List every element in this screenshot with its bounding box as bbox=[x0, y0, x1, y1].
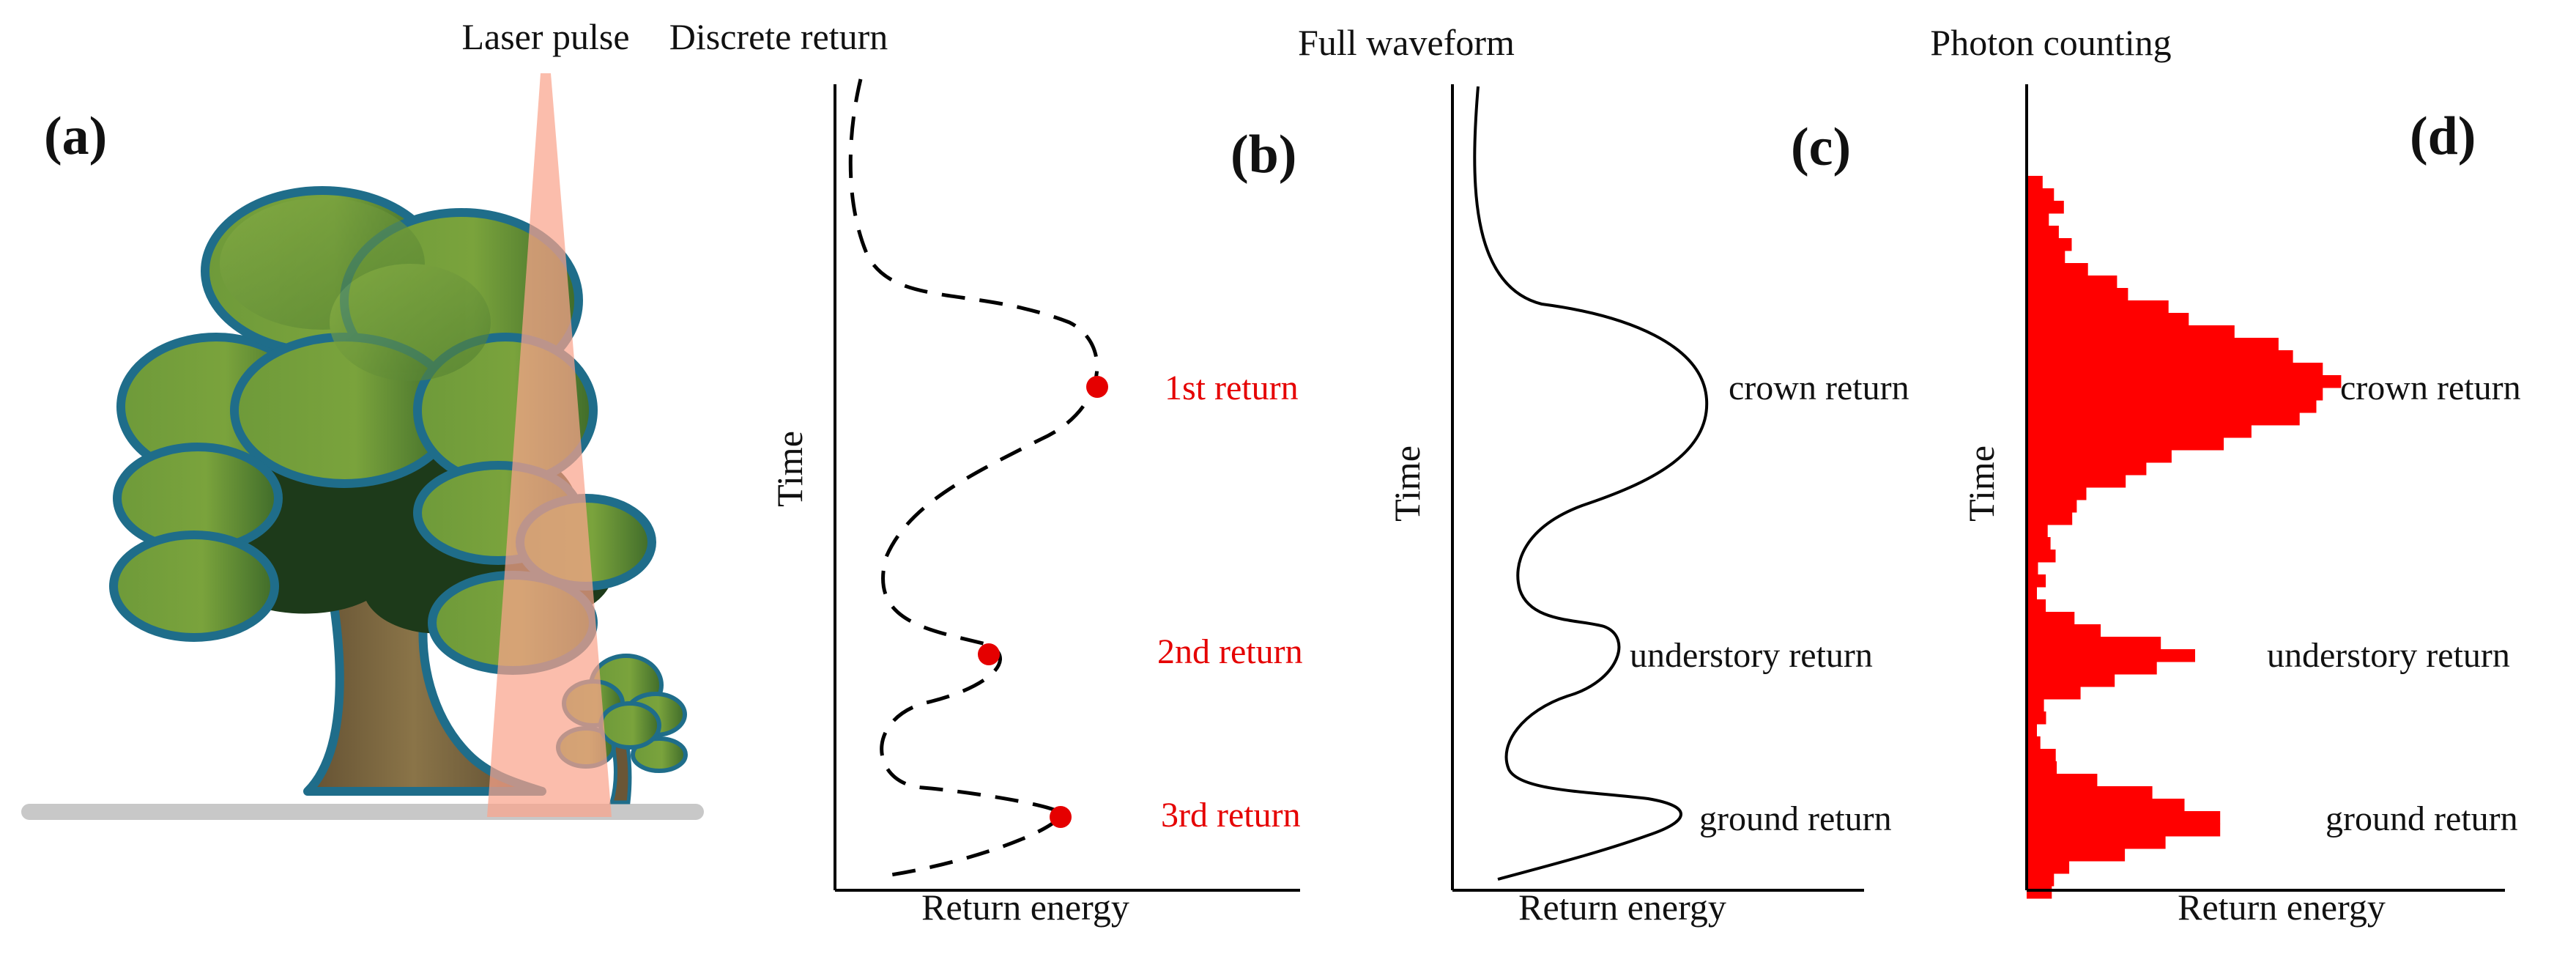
histogram-bin bbox=[2027, 462, 2147, 476]
histogram-bin bbox=[2027, 724, 2037, 737]
panel-d: Photon counting (d) Return energy Time c… bbox=[1930, 22, 2520, 928]
histogram-bin bbox=[2027, 276, 2117, 289]
return-label-2: 2nd return bbox=[1157, 632, 1303, 671]
histogram-bin bbox=[2027, 176, 2043, 189]
histogram-bin bbox=[2027, 649, 2195, 662]
histogram-bin bbox=[2027, 774, 2098, 787]
histogram-bin bbox=[2027, 662, 2157, 675]
histogram-bin bbox=[2027, 599, 2046, 613]
histogram-bin bbox=[2027, 425, 2252, 438]
laser-pulse-label: Laser pulse bbox=[461, 16, 629, 57]
histogram-bin bbox=[2027, 251, 2065, 264]
histogram-bin bbox=[2027, 537, 2051, 550]
histogram-bin bbox=[2027, 861, 2070, 874]
histogram-bin bbox=[2027, 674, 2115, 687]
histogram-bin bbox=[2027, 786, 2153, 799]
histogram-bin bbox=[2027, 699, 2044, 712]
histogram-bin bbox=[2027, 226, 2059, 239]
waveform-label-understory: understory return bbox=[1630, 636, 1873, 675]
panel-d-title: Photon counting bbox=[1930, 22, 2171, 63]
panel-c-x-axis-title: Return energy bbox=[1518, 887, 1726, 928]
histogram-bin bbox=[2027, 749, 2056, 762]
histogram-bin bbox=[2027, 350, 2293, 363]
full-waveform-curve bbox=[1473, 86, 1709, 881]
histogram-bin bbox=[2027, 562, 2038, 575]
histogram-bin bbox=[2027, 761, 2057, 774]
histogram-bin bbox=[2027, 848, 2126, 862]
return-label-3: 3rd return bbox=[1161, 796, 1301, 835]
return-marker-3 bbox=[1050, 806, 1072, 828]
return-marker-2 bbox=[978, 643, 1000, 665]
histogram-bin bbox=[2027, 487, 2087, 500]
photon-label-understory: understory return bbox=[2267, 636, 2510, 675]
histogram-bin bbox=[2027, 263, 2088, 276]
panel-a: (a) Laser pulse bbox=[21, 16, 704, 820]
histogram-bin bbox=[2027, 811, 2221, 824]
histogram-bin bbox=[2027, 288, 2128, 301]
histogram-bin bbox=[2027, 388, 2323, 401]
histogram-bin bbox=[2027, 437, 2224, 451]
histogram-bin bbox=[2027, 450, 2172, 463]
waveform-label-ground: ground return bbox=[1699, 799, 1892, 838]
panel-b-title: Discrete return bbox=[669, 16, 888, 57]
histogram-bin bbox=[2027, 799, 2185, 812]
histogram-bin bbox=[2027, 475, 2126, 488]
histogram-bin bbox=[2027, 338, 2279, 351]
panel-d-y-axis-title: Time bbox=[1961, 445, 2002, 522]
histogram-bin bbox=[2027, 873, 2055, 887]
histogram-bin bbox=[2027, 400, 2317, 413]
panel-c: Full waveform (c) Return energy Time cro… bbox=[1298, 22, 1909, 928]
histogram-bin bbox=[2027, 238, 2072, 251]
histogram-bin bbox=[2027, 550, 2056, 563]
histogram-bin bbox=[2027, 886, 2052, 899]
histogram-bin bbox=[2027, 201, 2064, 214]
histogram-bin bbox=[2027, 824, 2221, 837]
histogram-bin bbox=[2027, 300, 2169, 314]
histogram-bin bbox=[2027, 512, 2073, 525]
panel-b-letter: (b) bbox=[1231, 125, 1296, 185]
panel-c-letter: (c) bbox=[1791, 117, 1851, 177]
panel-d-letter: (d) bbox=[2410, 106, 2476, 166]
histogram-bin bbox=[2027, 213, 2049, 226]
discrete-return-curve bbox=[848, 78, 1099, 878]
panel-d-x-axis-title: Return energy bbox=[2178, 887, 2386, 928]
histogram-bin bbox=[2027, 313, 2189, 326]
histogram-bin bbox=[2027, 836, 2166, 849]
return-marker-1 bbox=[1086, 376, 1108, 398]
panel-c-title: Full waveform bbox=[1298, 22, 1515, 63]
tree-canopy-highlight bbox=[220, 198, 491, 381]
photon-label-ground: ground return bbox=[2326, 799, 2518, 838]
waveform-label-crown: crown return bbox=[1729, 369, 1909, 407]
histogram-bin bbox=[2027, 736, 2041, 750]
photon-label-crown: crown return bbox=[2340, 369, 2521, 407]
panel-c-y-axis-title: Time bbox=[1387, 445, 1428, 522]
laser-beam bbox=[487, 73, 612, 817]
histogram-bin bbox=[2027, 363, 2323, 376]
histogram-bin bbox=[2027, 500, 2077, 513]
panel-b: Discrete return (b) Return energy Time 1… bbox=[669, 16, 1303, 928]
histogram-bin bbox=[2027, 525, 2048, 538]
histogram-bin bbox=[2027, 587, 2037, 600]
histogram-bin bbox=[2027, 711, 2046, 725]
histogram-bin bbox=[2027, 375, 2342, 388]
histogram-bin bbox=[2027, 624, 2101, 637]
histogram-bin bbox=[2027, 574, 2046, 588]
return-label-1: 1st return bbox=[1165, 369, 1299, 407]
histogram-bin bbox=[2027, 325, 2235, 339]
histogram-bin bbox=[2027, 612, 2075, 625]
histogram-bin bbox=[2027, 637, 2161, 650]
histogram-bin bbox=[2027, 687, 2081, 700]
histogram-bin bbox=[2027, 188, 2055, 201]
panel-a-letter: (a) bbox=[44, 106, 107, 166]
panel-b-y-axis-title: Time bbox=[769, 431, 810, 507]
photon-histogram bbox=[2027, 176, 2342, 899]
histogram-bin bbox=[2027, 413, 2300, 426]
panel-b-x-axis-title: Return energy bbox=[921, 887, 1129, 928]
